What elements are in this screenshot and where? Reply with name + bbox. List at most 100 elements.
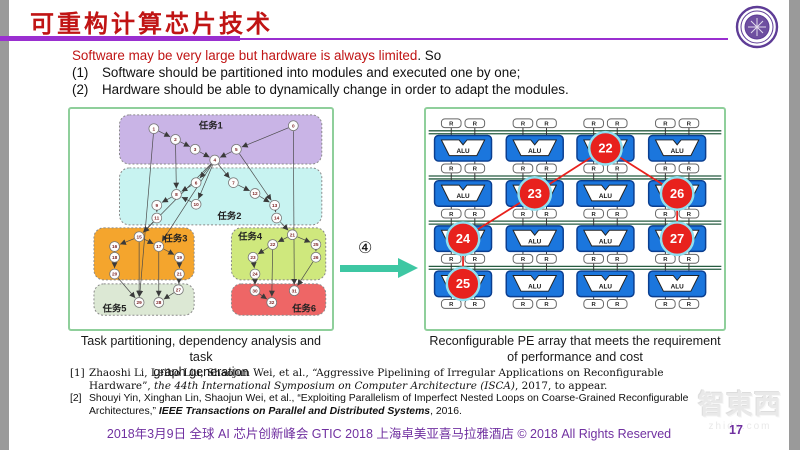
svg-text:20: 20 (112, 272, 118, 277)
svg-text:R: R (521, 257, 526, 263)
svg-text:R: R (592, 167, 597, 173)
svg-text:17: 17 (156, 244, 162, 249)
svg-text:R: R (521, 212, 526, 218)
svg-text:ALU: ALU (599, 238, 612, 245)
svg-text:12: 12 (252, 191, 258, 196)
svg-text:R: R (521, 122, 526, 128)
svg-text:R: R (663, 257, 668, 263)
svg-text:R: R (687, 167, 692, 173)
pe-array-caption-line2: of performance and cost (507, 349, 643, 364)
page-number: 17 (729, 423, 743, 437)
right-edge-bar (789, 0, 800, 450)
svg-text:R: R (473, 257, 478, 263)
svg-text:25: 25 (456, 276, 470, 291)
svg-text:R: R (687, 212, 692, 218)
references-block: [1] Zhaoshi Li, Leibo Liu, Shaojun Wei, … (70, 367, 718, 420)
svg-text:R: R (615, 167, 620, 173)
svg-text:ALU: ALU (599, 193, 612, 200)
svg-text:16: 16 (112, 244, 118, 249)
intro-item-1: (1) Software should be partitioned into … (72, 65, 712, 80)
svg-text:R: R (473, 167, 478, 173)
svg-text:R: R (449, 302, 454, 308)
svg-text:任务2: 任务2 (217, 210, 242, 221)
svg-text:任务5: 任务5 (102, 302, 127, 313)
svg-text:10: 10 (193, 202, 199, 207)
svg-text:7: 7 (232, 180, 235, 185)
transform-arrow-step-label: ④ (358, 240, 373, 257)
svg-text:8: 8 (175, 192, 178, 197)
svg-text:R: R (544, 257, 549, 263)
svg-text:ALU: ALU (528, 283, 541, 290)
page-title: 可重构计算芯片技术 (30, 9, 273, 38)
svg-text:9: 9 (155, 203, 158, 208)
svg-text:15: 15 (137, 234, 143, 239)
svg-text:18: 18 (112, 255, 118, 260)
svg-text:ALU: ALU (671, 148, 684, 155)
pe-array-caption-line1: Reconfigurable PE array that meets the r… (429, 334, 721, 348)
svg-text:ALU: ALU (456, 193, 469, 200)
task-graph-caption: Task partitioning, dependency analysis a… (68, 334, 334, 381)
intro-item-2: (2) Hardware should be able to dynamical… (72, 82, 712, 97)
watermark-domain: zhidx.com (708, 421, 772, 432)
svg-text:24: 24 (252, 272, 258, 277)
intro-item-1-number: (1) (72, 65, 89, 80)
svg-text:21: 21 (177, 272, 183, 277)
right-arrow-head-icon (398, 258, 418, 278)
svg-text:R: R (473, 302, 478, 308)
reference-2-marker: [2] (70, 393, 82, 405)
svg-text:1: 1 (153, 126, 156, 131)
transform-arrow: ④ (340, 238, 420, 288)
svg-text:22: 22 (598, 141, 612, 156)
svg-text:R: R (687, 122, 692, 128)
pe-array-caption: Reconfigurable PE array that meets the r… (424, 334, 726, 365)
svg-text:27: 27 (670, 231, 684, 246)
left-edge-bar (0, 0, 9, 450)
svg-text:11: 11 (154, 216, 159, 221)
university-seal-icon (735, 5, 779, 49)
svg-text:6: 6 (195, 180, 198, 185)
svg-text:0: 0 (292, 123, 295, 128)
footer-copyright: 2018年3月9日 全球 AI 芯片创新峰会 GTIC 2018 上海卓美亚喜马… (106, 427, 672, 441)
intro-text-block: Software may be very large but hardware … (72, 48, 712, 99)
svg-text:R: R (473, 212, 478, 218)
svg-text:R: R (449, 257, 454, 263)
svg-text:R: R (544, 302, 549, 308)
svg-text:2: 2 (174, 137, 177, 142)
svg-text:3: 3 (194, 147, 197, 152)
watermark-logo: 智東西 (698, 390, 782, 420)
svg-text:26: 26 (670, 186, 684, 201)
svg-text:R: R (521, 302, 526, 308)
svg-text:26: 26 (313, 255, 319, 260)
svg-text:R: R (663, 167, 668, 173)
svg-text:29: 29 (137, 300, 143, 305)
svg-text:R: R (592, 257, 597, 263)
svg-text:25: 25 (313, 242, 319, 247)
svg-text:R: R (663, 302, 668, 308)
svg-text:22: 22 (270, 242, 276, 247)
title-underline (0, 36, 240, 41)
svg-text:4: 4 (213, 158, 216, 163)
svg-text:R: R (449, 212, 454, 218)
task-graph-caption-line2: graph generation (153, 365, 249, 380)
svg-text:R: R (544, 167, 549, 173)
right-arrow-icon (340, 265, 400, 272)
intro-item-2-text: Hardware should be able to dynamically c… (102, 82, 569, 97)
svg-text:任务3: 任务3 (163, 233, 188, 244)
svg-text:ALU: ALU (456, 148, 469, 155)
svg-text:28: 28 (156, 300, 162, 305)
intro-rest: . So (417, 48, 442, 63)
svg-text:R: R (592, 302, 597, 308)
svg-text:R: R (687, 302, 692, 308)
watermark: 智東西 zhidx.com (690, 390, 790, 433)
svg-text:ALU: ALU (671, 283, 684, 290)
svg-text:21: 21 (290, 232, 296, 237)
svg-text:23: 23 (528, 186, 542, 201)
task-graph-caption-line1: Task partitioning, dependency analysis a… (80, 334, 322, 364)
reference-1: [1] Zhaoshi Li, Leibo Liu, Shaojun Wei, … (70, 367, 718, 392)
svg-text:R: R (473, 122, 478, 128)
svg-text:14: 14 (274, 216, 280, 221)
svg-text:R: R (615, 122, 620, 128)
